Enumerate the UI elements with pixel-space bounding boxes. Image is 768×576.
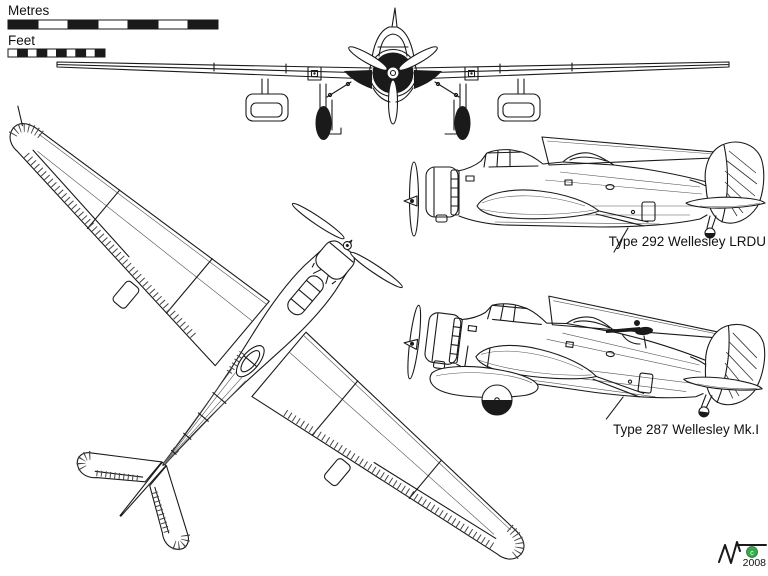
pannier-left: [245, 78, 289, 122]
wheel-left: [315, 106, 332, 140]
scale-segment: [36, 48, 48, 58]
aerial-mast: [391, 7, 398, 28]
scale-segment: [65, 48, 77, 58]
type287-profile: [397, 278, 768, 438]
landing-gear-left: [315, 81, 352, 140]
scale-segment: [97, 19, 129, 30]
scale-segment: [56, 48, 67, 58]
side-view-type287: [397, 278, 768, 438]
scale-segment: [187, 19, 219, 30]
spinner-hub: [386, 66, 400, 80]
plan-view: [0, 20, 606, 576]
scale-segment: [17, 48, 28, 58]
scale-segment: [7, 19, 39, 30]
wing-marker-left: [307, 66, 322, 81]
logo-monogram: [718, 541, 767, 564]
type292-label: Type 292 Wellesley LRDU: [609, 234, 766, 249]
scale-segment: [7, 48, 19, 58]
wheel-right: [454, 106, 471, 140]
scale-segment: [157, 19, 189, 30]
scale-segment: [75, 48, 87, 58]
rear-machine-gun: [606, 320, 653, 349]
scale-segment: [46, 48, 57, 58]
scale-segment: [67, 19, 99, 30]
feet-scale-bar: [7, 48, 106, 58]
scale-bars: Metres Feet: [7, 3, 219, 58]
wing-marker-right: [464, 66, 479, 81]
logo-badge-glyph: c: [750, 550, 754, 557]
type287-wheel-spat: [429, 345, 539, 416]
front-view: [56, 7, 730, 140]
scale-segment: [127, 19, 159, 30]
scale-segment: [37, 19, 69, 30]
logo-year: 2008: [743, 557, 767, 569]
pannier-right: [497, 78, 541, 122]
wingtip-pitot: [17, 105, 23, 127]
logo-badge-icon: [746, 546, 758, 558]
wing-root-shadow-right: [414, 70, 442, 89]
feet-label: Feet: [8, 33, 35, 48]
plan-tailplane-left: [72, 419, 161, 508]
scale-segment: [94, 48, 106, 58]
wing-root-shadow-left: [344, 70, 372, 89]
type287-label: Type 287 Wellesley Mk.I: [613, 422, 759, 437]
artist-logo: c 2008: [718, 541, 767, 569]
scale-segment: [85, 48, 96, 58]
plan-wing-left: [0, 104, 269, 378]
landing-gear-right: [434, 81, 471, 140]
scale-segment: [26, 48, 38, 58]
metres-scale-bar: [7, 19, 219, 30]
plan-propeller: [291, 202, 403, 289]
metres-label: Metres: [8, 3, 50, 18]
